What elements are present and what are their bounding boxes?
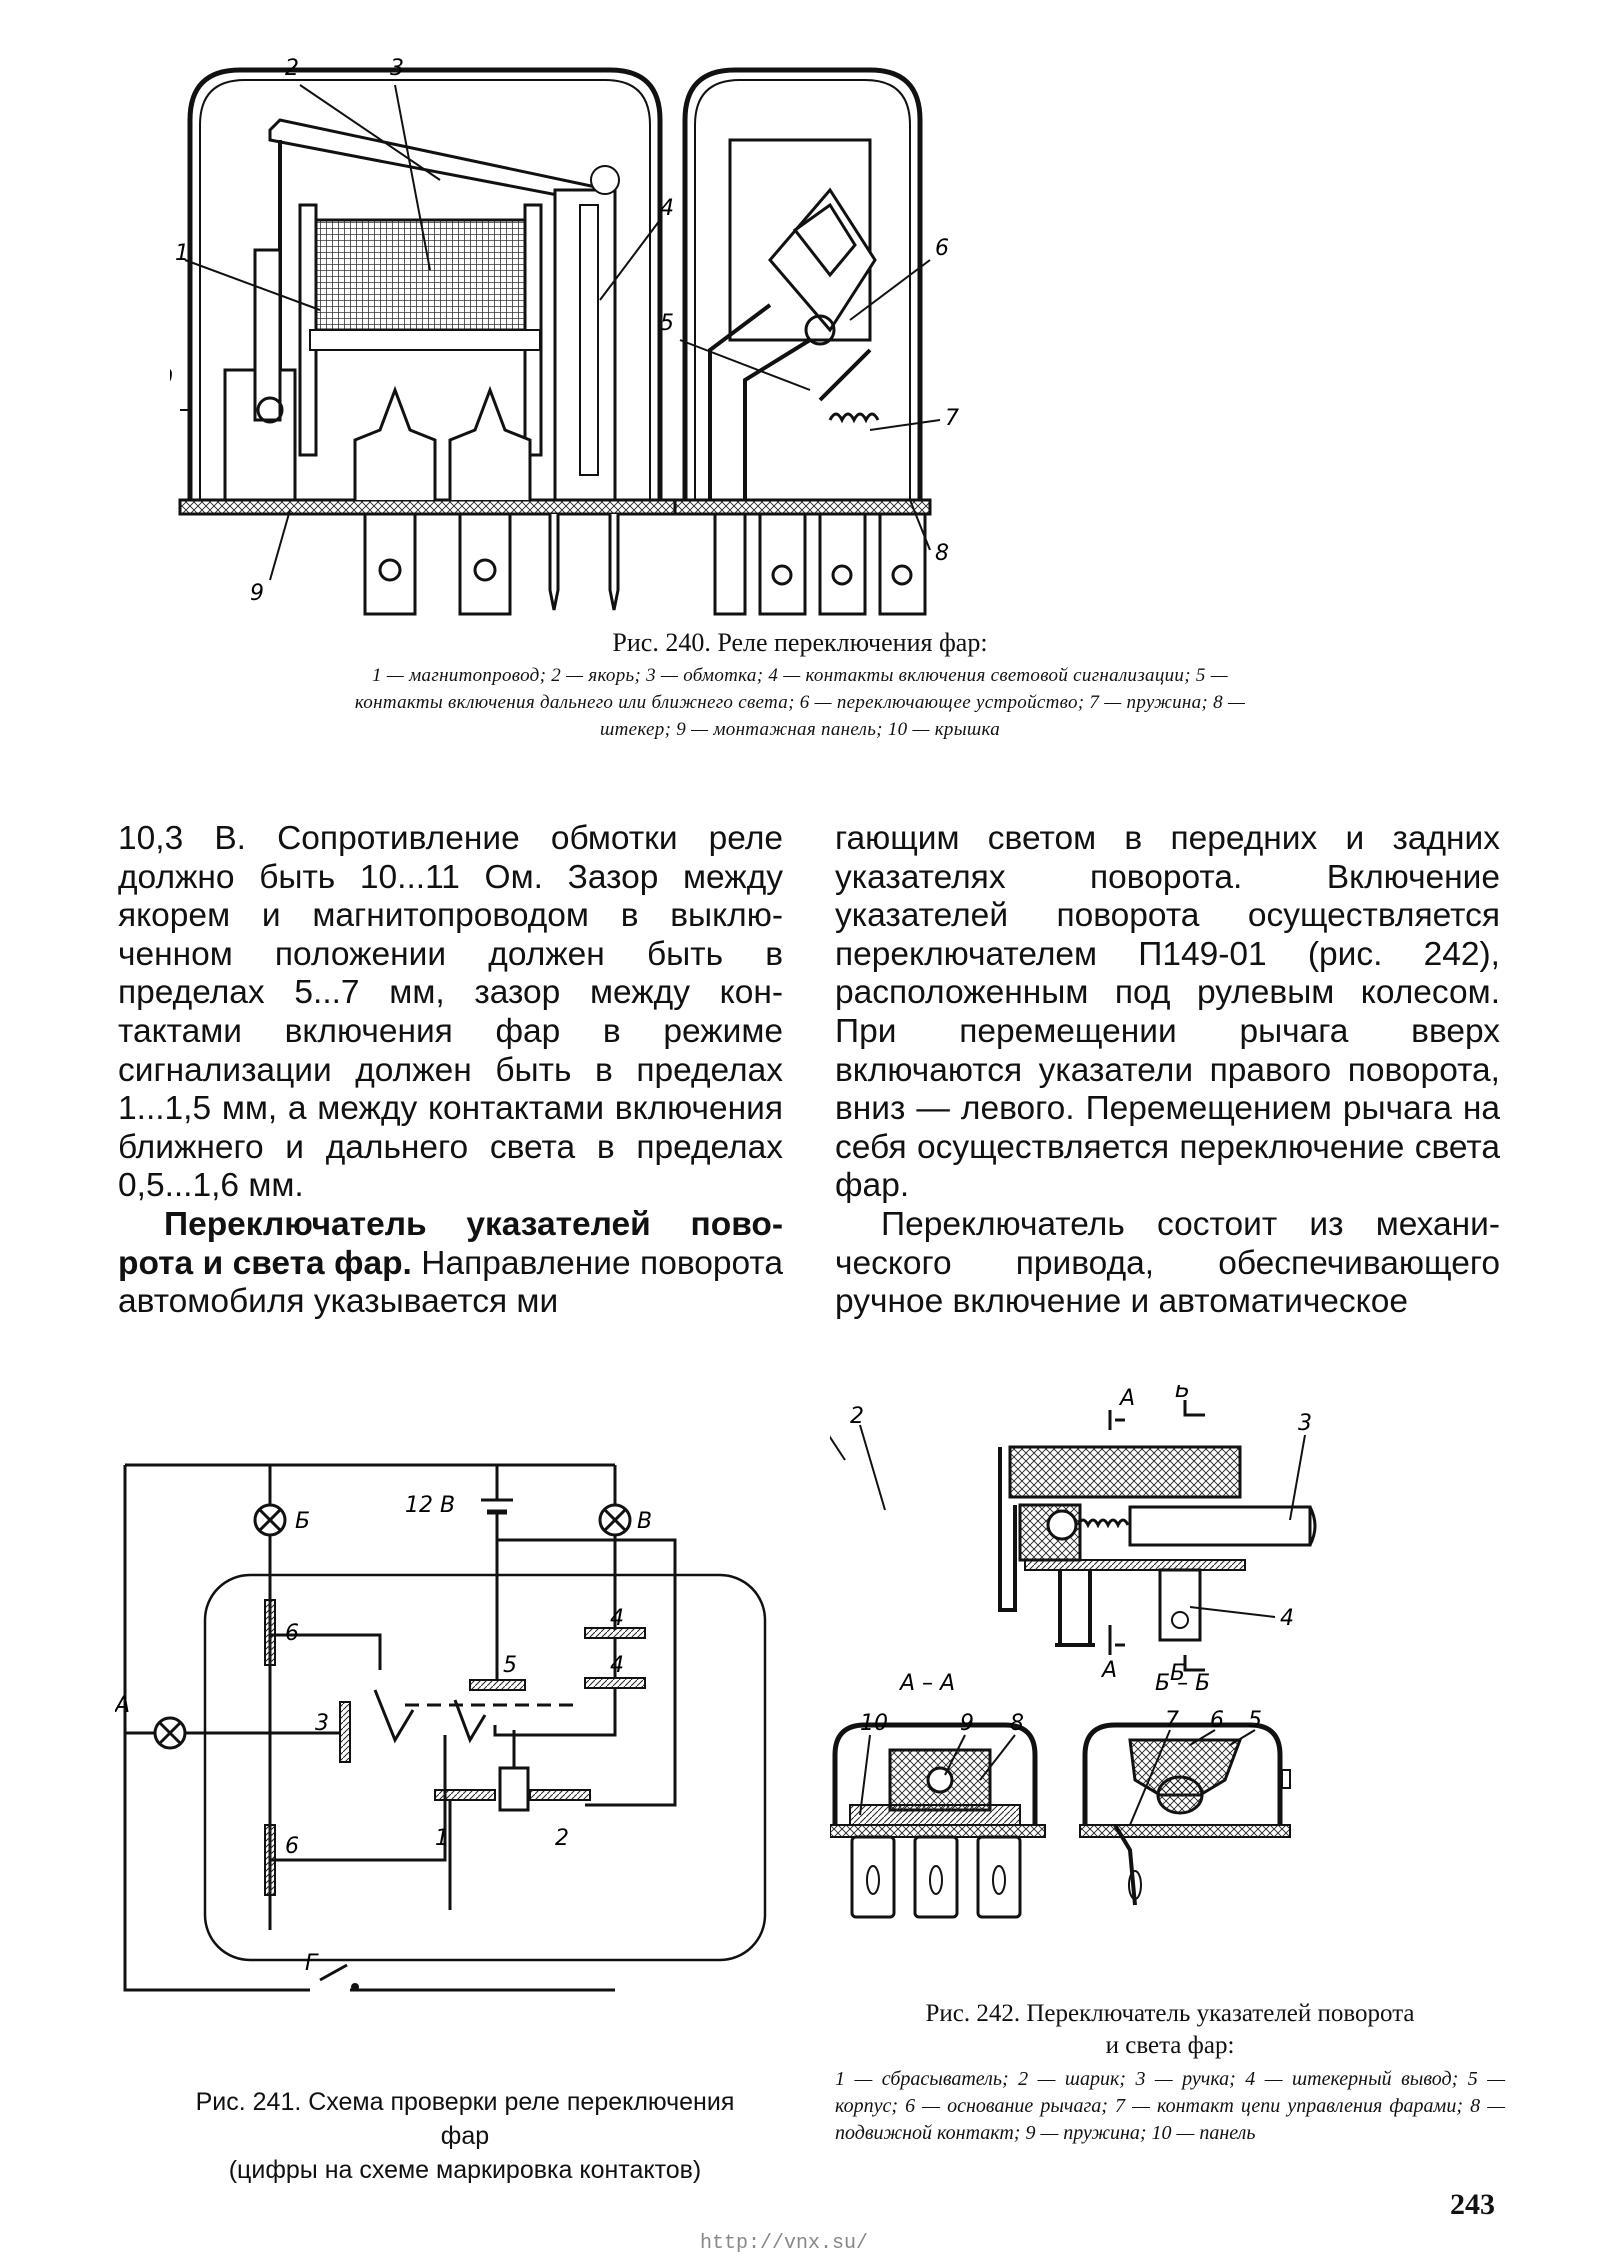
- fig240-legend-line2: контакты включения дальнего или ближнего…: [354, 692, 1246, 713]
- fig240-label-10: 10: [170, 366, 173, 391]
- fig241-label-3: 3: [315, 1711, 329, 1736]
- fig240-label-1: 1: [175, 241, 189, 266]
- body-left-paragraph-2: Переключатель указателей пово­рота и све…: [118, 1206, 783, 1322]
- fig240-label-9: 9: [250, 581, 264, 606]
- fig240-label-2: 2: [285, 56, 299, 81]
- fig240-label-6: 6: [935, 236, 949, 261]
- fig242-mark-B-bottom: Б: [1170, 1661, 1185, 1686]
- fig241-label-6a: 6: [285, 1621, 299, 1646]
- fig241-label-4a: 4: [610, 1606, 624, 1631]
- fig240-caption: Рис. 240. Реле переключения фар:: [612, 628, 988, 657]
- test-circuit-schematic: Б В 12 В А Г 1 2 3 4 4 5 6 6: [115, 1463, 767, 1992]
- fig242-label-2: 2: [850, 1404, 864, 1429]
- fig242-label-6: 6: [1210, 1708, 1224, 1733]
- source-url-watermark: http://vnx.su/: [700, 2232, 869, 2255]
- figure-242-turn-switch: 1 2 3 4 5 6 7 8 9 10 А – А Б – Б А Б А Б: [830, 1385, 1530, 1985]
- fig242-label-9: 9: [960, 1711, 974, 1736]
- fig241-label-12v: 12 В: [405, 1493, 455, 1518]
- fig241-label-2: 2: [555, 1826, 569, 1851]
- fig242-caption-line2: и света фар:: [1105, 2032, 1235, 2059]
- fig240-legend-line1: 1 — магнитопровод; 2 — якорь; 3 — обмотк…: [372, 665, 1228, 686]
- body-left-paragraph-2-text: Направление по­ворота автомобиля указыва…: [118, 1244, 783, 1321]
- fig240-label-5: 5: [660, 311, 674, 336]
- body-right-paragraph-2: Переключатель состоит из механи­ческого …: [835, 1205, 1500, 1321]
- fig240-label-7: 7: [945, 406, 959, 431]
- fig240-label-3: 3: [390, 56, 404, 81]
- body-right-column: гающим светом в передних и задних указат…: [835, 820, 1500, 1322]
- fig241-caption-line1: Рис. 241. Схема проверки реле переключен…: [195, 2088, 735, 2116]
- fig242-legend: 1 — сбрасыватель; 2 — шарик; 3 — ручка; …: [835, 2068, 1505, 2144]
- fig241-label-B-left: Б: [295, 1509, 310, 1534]
- fig242-mark-A-bottom: А: [1100, 1658, 1117, 1683]
- fig242-mark-A-top: А: [1118, 1386, 1135, 1411]
- fig240-label-8: 8: [935, 541, 949, 566]
- fig241-caption-line3: (цифры на схеме маркировка контактов): [228, 2156, 702, 2184]
- fig240-label-4: 4: [660, 196, 674, 221]
- body-left-column: 10,3 В. Сопротивление обмотки реле должн…: [118, 820, 783, 1322]
- fig241-label-V-right: В: [637, 1509, 652, 1534]
- fig242-label-4: 4: [1280, 1606, 1294, 1631]
- fig242-label-3: 3: [1298, 1411, 1312, 1436]
- fig242-label-5: 5: [1248, 1708, 1262, 1733]
- fig242-section-BB: Б – Б: [1155, 1671, 1210, 1696]
- fig241-label-G: Г: [305, 1951, 319, 1976]
- page-number: 243: [1450, 2188, 1495, 2221]
- fig242-label-10: 10: [860, 1711, 888, 1736]
- section-heading-turn-switch: Переключатель указателей пово­рота и све…: [118, 1205, 783, 1282]
- fig241-caption-line2: фар: [440, 2122, 490, 2150]
- fig241-label-5: 5: [503, 1653, 517, 1678]
- fig241-caption: Рис. 241. Схема проверки реле переключен…: [100, 2085, 830, 2187]
- fig241-label-4b: 4: [610, 1653, 624, 1678]
- fig242-section-AA: А – А: [898, 1671, 955, 1696]
- fig242-label-8: 8: [1010, 1711, 1024, 1736]
- body-right-paragraph-1: гающим светом в передних и задних указат…: [835, 820, 1500, 1205]
- fig242-caption-line1: Рис. 242. Переключатель указателей повор…: [925, 2000, 1415, 2027]
- fig240-legend: 1 — магнитопровод; 2 — якорь; 3 — обмотк…: [40, 662, 1560, 743]
- turn-switch-illustration: 1 2 3 4 5 6 7 8 9 10 А – А Б – Б А Б А Б: [830, 1385, 1317, 1919]
- fig242-caption: Рис. 242. Переключатель указателей повор…: [830, 1998, 1510, 2062]
- fig241-label-A: А: [115, 1693, 130, 1718]
- figure-240-relay-drawing: 1 2 3 4 5 6 7 8 9 10: [170, 30, 1430, 630]
- fig241-label-6b: 6: [285, 1834, 299, 1859]
- body-left-paragraph-1: 10,3 В. Сопротивление обмотки реле должн…: [118, 820, 783, 1205]
- fig242-mark-B-top: Б: [1175, 1385, 1190, 1403]
- fig241-label-1: 1: [435, 1826, 449, 1851]
- figure-241-schematic: Б В 12 В А Г 1 2 3 4 4 5 6 6: [115, 1440, 795, 2030]
- relay-illustration: 1 2 3 4 5 6 7 8 9 10: [170, 56, 959, 616]
- fig240-legend-line3: штекер; 9 — монтажная панель; 10 — крышк…: [599, 719, 1001, 740]
- fig242-label-7: 7: [1165, 1708, 1179, 1733]
